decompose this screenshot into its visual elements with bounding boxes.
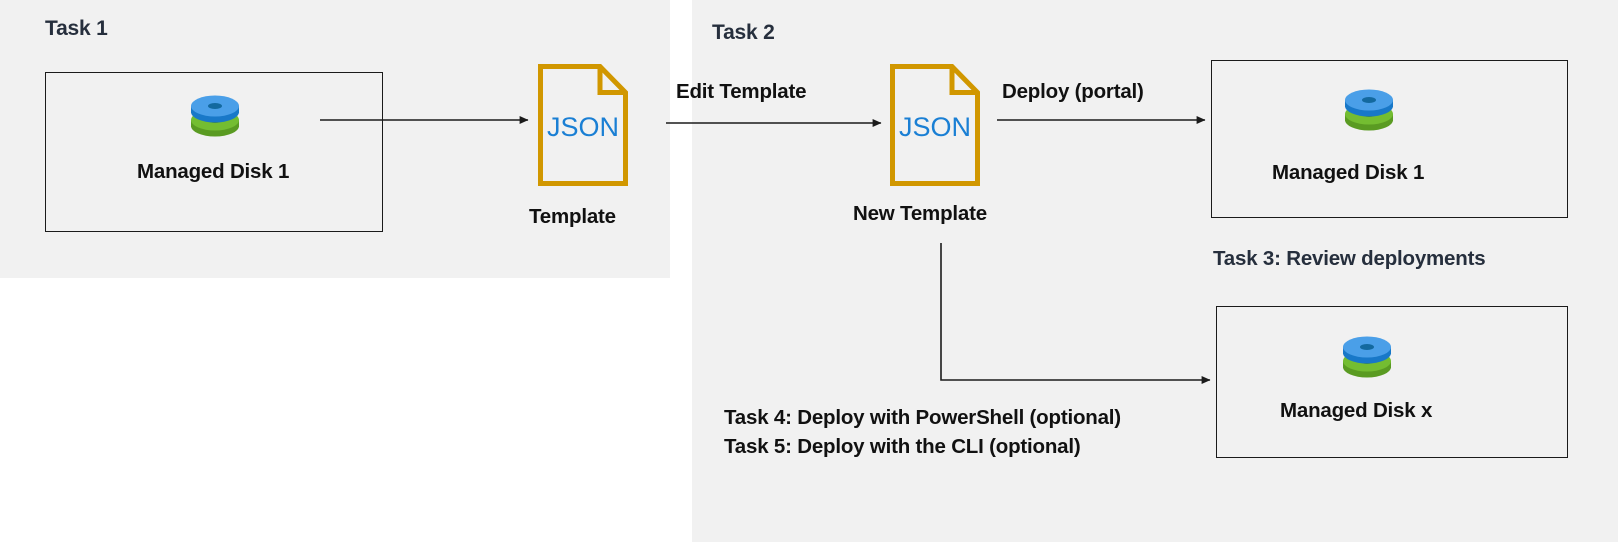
- managed-disk-icon: [186, 91, 244, 147]
- svg-text:JSON: JSON: [547, 112, 619, 142]
- task1-heading: Task 1: [45, 17, 108, 40]
- task5-annotation: Task 5: Deploy with the CLI (optional): [724, 435, 1081, 458]
- managed-disk-1-deployed-label: Managed Disk 1: [1272, 161, 1425, 184]
- json-document-icon[interactable]: JSON: [537, 63, 629, 187]
- managed-disk-x-label: Managed Disk x: [1280, 399, 1433, 422]
- json-document-icon[interactable]: JSON: [889, 63, 981, 187]
- edit-template-edge-label: Edit Template: [676, 80, 807, 103]
- task3-annotation: Task 3: Review deployments: [1213, 247, 1486, 270]
- new-template-label: New Template: [853, 202, 987, 225]
- optional-tasks-annotation: Task 4: Deploy with PowerShell (optional…: [724, 403, 1121, 461]
- template-label: Template: [529, 205, 616, 228]
- managed-disk-1-source-label: Managed Disk 1: [137, 160, 290, 183]
- deploy-portal-edge-label: Deploy (portal): [1002, 80, 1144, 103]
- managed-disk-x-box[interactable]: [1216, 306, 1568, 458]
- managed-disk-icon: [1338, 332, 1396, 388]
- managed-disk-icon: [1340, 85, 1398, 141]
- task2-heading: Task 2: [712, 21, 775, 44]
- task4-annotation: Task 4: Deploy with PowerShell (optional…: [724, 406, 1121, 429]
- managed-disk-1-source-box[interactable]: [45, 72, 383, 232]
- managed-disk-1-deployed-box[interactable]: [1211, 60, 1568, 218]
- svg-text:JSON: JSON: [899, 112, 971, 142]
